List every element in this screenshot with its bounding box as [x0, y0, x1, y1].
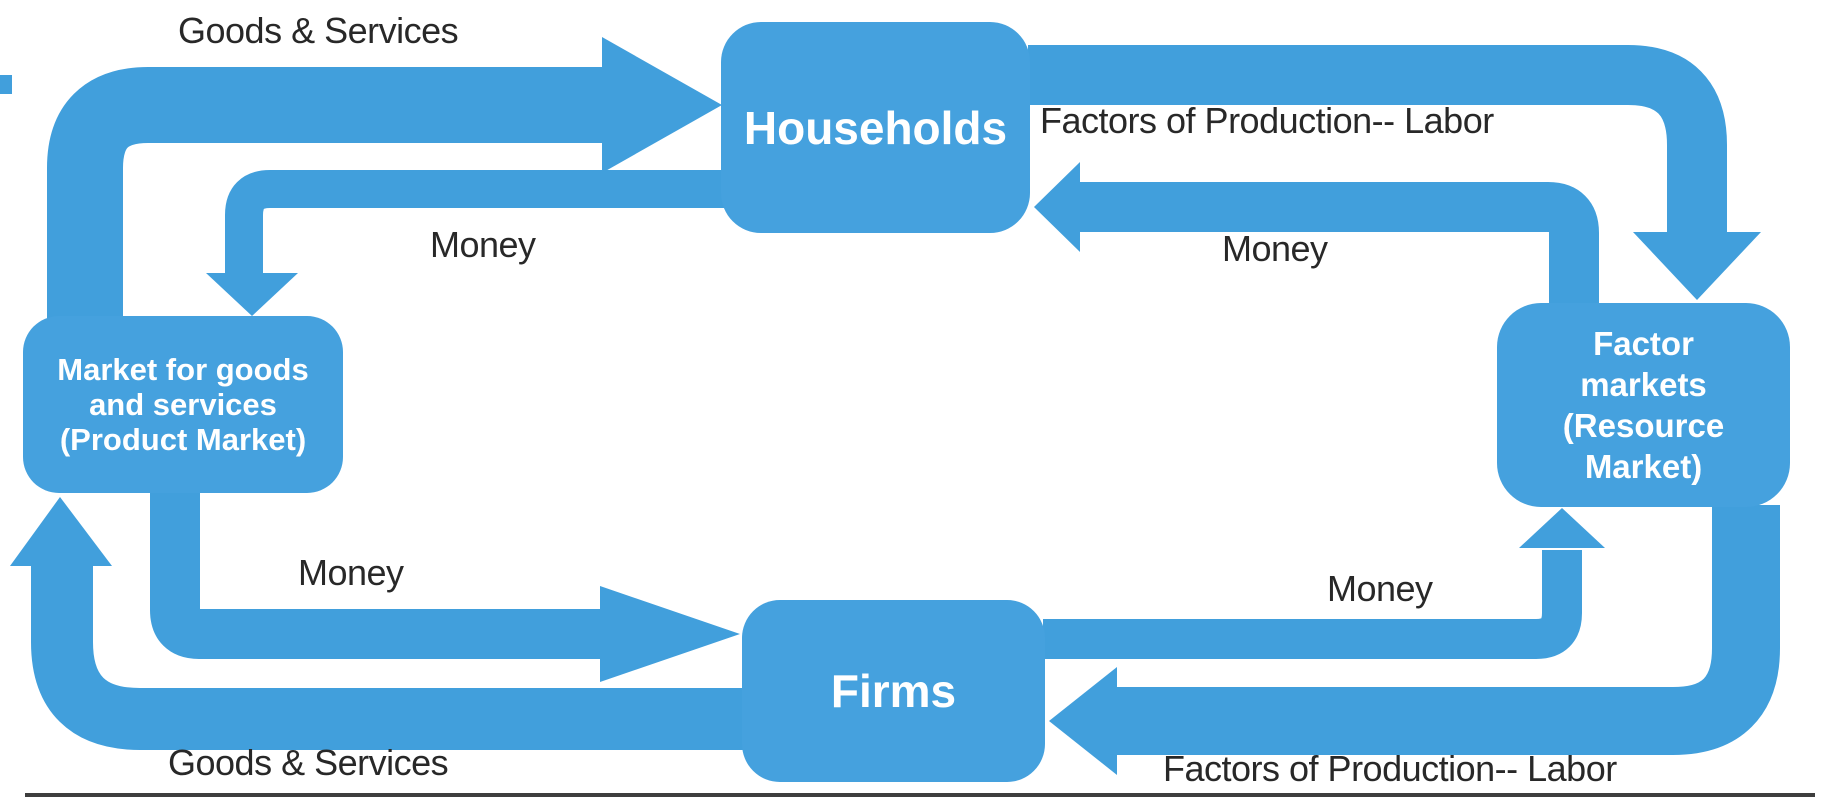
node-firms-label: Firms	[830, 665, 957, 717]
label-goods-services-top: Goods & Services	[178, 10, 459, 51]
node-factor-market: Factor markets (Resource Market)	[1497, 303, 1790, 507]
node-households-label: Households	[743, 101, 1008, 154]
node-product-market-line: (Product Market)	[59, 422, 307, 457]
label-money-households-to-product-market: Money	[430, 224, 536, 265]
arrow-firms-to-product-market	[10, 497, 744, 750]
node-firms: Firms	[742, 600, 1045, 782]
label-money-firms-to-factor-market: Money	[1327, 568, 1433, 609]
arrow-product-market-to-firms	[150, 490, 740, 682]
node-factor-market-line: markets	[1580, 366, 1707, 403]
node-factor-market-line: (Resource	[1562, 407, 1725, 444]
left-edge-arrow-fragment	[0, 75, 12, 94]
node-households: Households	[721, 22, 1030, 233]
arrow-firms-to-factor-market	[1043, 508, 1605, 659]
node-factor-market-line: Factor	[1593, 325, 1694, 362]
node-product-market-line: and services	[89, 387, 277, 422]
arrow-households-to-factor-market	[1028, 45, 1761, 300]
arrow-households-to-product-market	[206, 170, 725, 316]
node-product-market-line: Market for goods	[57, 352, 309, 387]
label-money-factor-market-to-households: Money	[1222, 228, 1328, 269]
label-money-product-market-to-firms: Money	[298, 552, 404, 593]
arrow-product-market-to-households	[47, 37, 722, 322]
label-goods-services-bottom: Goods & Services	[168, 742, 449, 783]
slide-bottom-border	[25, 793, 1815, 797]
node-factor-market-line: Market)	[1584, 448, 1703, 485]
label-factors-of-production-top: Factors of Production-- Labor	[1040, 100, 1494, 141]
arrow-factor-market-to-households	[1034, 162, 1599, 307]
label-factors-of-production-bottom: Factors of Production-- Labor	[1163, 748, 1617, 789]
node-product-market: Market for goods and services (Product M…	[23, 316, 343, 493]
arrow-factor-market-to-firms	[1049, 505, 1780, 775]
